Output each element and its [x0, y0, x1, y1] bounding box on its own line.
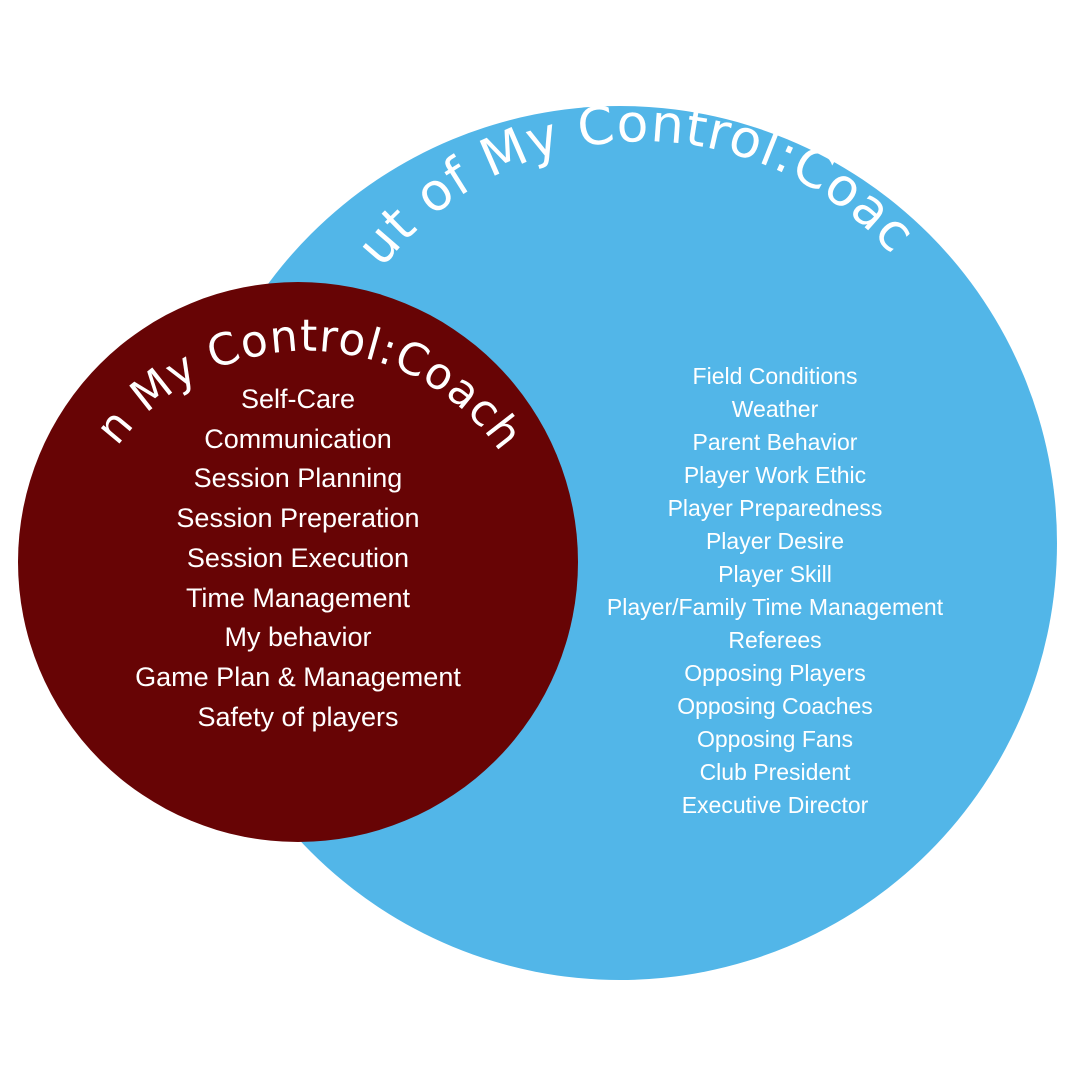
inner-item: Game Plan & Management: [135, 661, 461, 692]
inner-item: Communication: [204, 423, 392, 454]
outer-item: Player Skill: [718, 561, 832, 587]
inner-item: Session Preperation: [176, 503, 420, 534]
inner-circle: [18, 282, 578, 842]
inner-item: Session Planning: [193, 463, 403, 494]
outer-item: Player/Family Time Management: [606, 594, 944, 620]
outer-item: Club President: [699, 759, 851, 785]
outer-item: Field Conditions: [692, 363, 858, 389]
outer-items-list: Field Conditions Weather Parent Behavior…: [565, 360, 985, 822]
outer-item: Parent Behavior: [692, 429, 858, 455]
outer-item: Weather: [731, 396, 819, 422]
outer-item: Opposing Coaches: [677, 693, 873, 719]
outer-item: Player Preparedness: [667, 495, 883, 521]
inner-items-list: Self-Care Communication Session Planning…: [98, 380, 498, 737]
outer-item: Referees: [728, 627, 822, 653]
inner-item: Safety of players: [197, 701, 399, 732]
outer-item: Opposing Fans: [697, 726, 853, 752]
inner-item: Session Execution: [186, 542, 410, 573]
inner-item: My behavior: [224, 622, 372, 653]
outer-item: Player Desire: [705, 528, 845, 554]
inner-item: Self-Care: [240, 384, 356, 414]
inner-item: Time Management: [185, 582, 411, 613]
outer-item: Player Work Ethic: [683, 462, 867, 488]
outer-item: Opposing Players: [684, 660, 866, 686]
outer-item: Executive Director: [681, 792, 869, 818]
